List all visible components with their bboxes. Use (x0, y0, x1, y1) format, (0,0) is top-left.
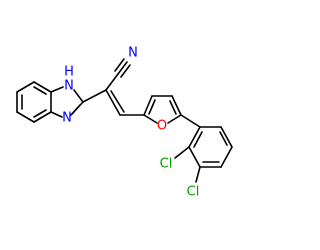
benzo-ring (16, 81, 52, 123)
bond-double-inner (193, 131, 203, 148)
bond (143, 95, 153, 116)
chlorine-label-top: Cl (160, 157, 173, 172)
oxygen-label: O (157, 119, 167, 134)
bond-double-inner (110, 90, 125, 113)
bond (167, 114, 182, 124)
atom-n-nh: N H (64, 65, 74, 94)
hydrogen-label: H (64, 65, 74, 80)
bond-double-inner (169, 100, 177, 115)
bond (50, 86, 64, 93)
chlorine-label-bottom: Cl (187, 185, 200, 200)
bond-double-inner (33, 86, 47, 95)
bond-double-inner (148, 99, 156, 115)
bond (33, 81, 52, 93)
bond (174, 146, 190, 159)
bond (16, 81, 35, 93)
nitrogen-label: N (64, 79, 74, 94)
bond (180, 114, 201, 128)
bond (195, 166, 201, 183)
bond (220, 126, 233, 148)
bond (171, 95, 182, 116)
bond-double-inner (33, 109, 47, 118)
bond-double-inner (70, 104, 81, 116)
bond (105, 89, 121, 116)
bond (50, 111, 63, 118)
bond-triple (114, 58, 125, 72)
molecule-diagram: N H N N O Cl Cl (16, 45, 233, 200)
bond (73, 89, 84, 103)
bond-triple (117, 61, 128, 75)
nitrogen-label-nitrile: N (128, 46, 138, 61)
bond (105, 73, 119, 91)
bond (82, 89, 107, 103)
bond (188, 126, 201, 148)
bond (188, 146, 201, 168)
bond (33, 111, 52, 123)
structure-drawing: N H N N O Cl Cl (16, 46, 233, 200)
bond-double-inner (219, 131, 228, 146)
nitrogen-label-imine: N (62, 111, 72, 126)
bond (16, 111, 35, 123)
acrylonitrile-chain (82, 58, 145, 116)
furan-ring (143, 95, 182, 124)
bond (143, 114, 158, 124)
bond (220, 146, 233, 168)
dichlorophenyl-ring (188, 126, 233, 168)
bond-triple (120, 64, 131, 78)
imidazole-ring (50, 86, 84, 118)
